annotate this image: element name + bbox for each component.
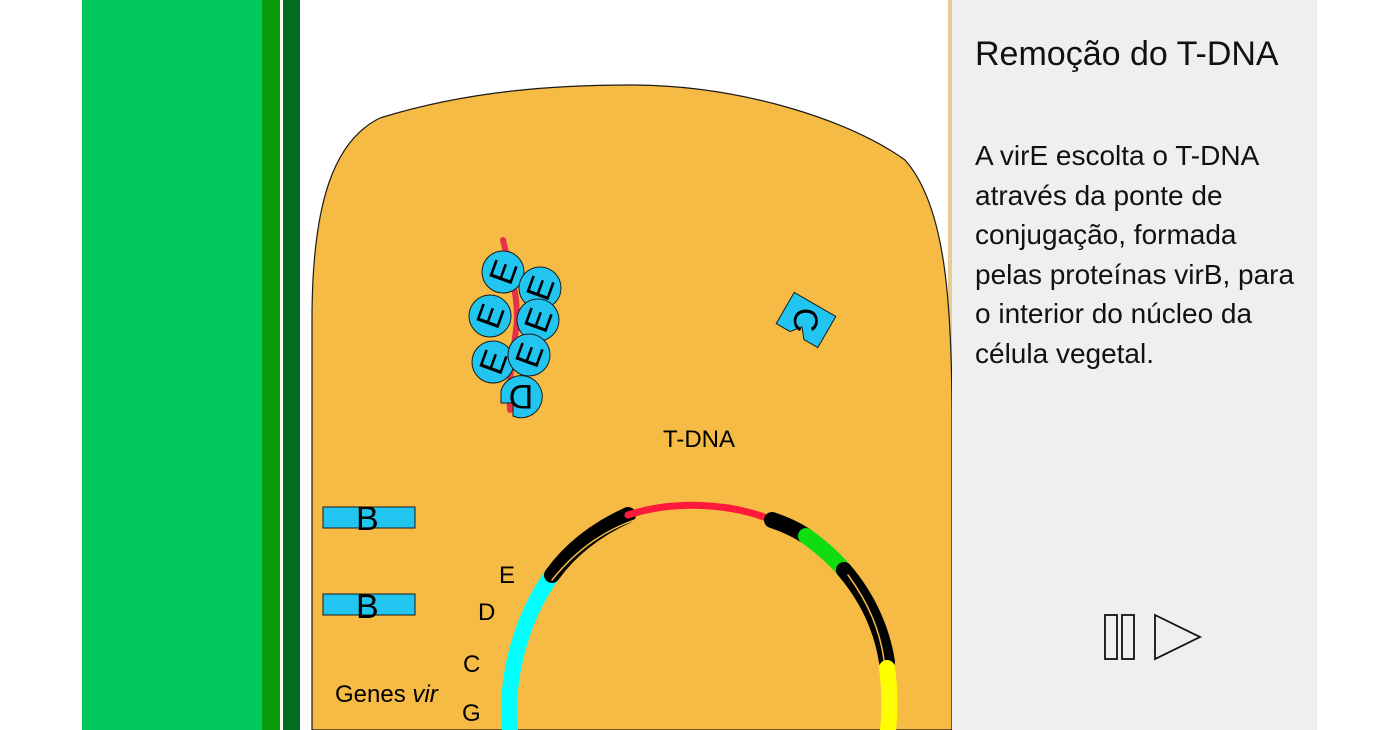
panel-title: Remoção do T-DNA	[975, 35, 1279, 73]
bacterium-cell	[311, 84, 953, 730]
tdna-label: T-DNA	[663, 426, 735, 453]
virD-protein: D	[500, 375, 543, 419]
pause-icon[interactable]	[1102, 612, 1138, 662]
plant-cell-membrane	[283, 0, 300, 730]
cell-wall-gap	[280, 0, 283, 730]
svg-text:B: B	[356, 588, 379, 626]
virB-protein-1: B	[322, 500, 416, 538]
virE-protein-1: E	[481, 250, 526, 294]
ti-plasmid	[501, 501, 898, 730]
virC-protein: C	[775, 291, 837, 349]
plant-cell-wall	[262, 0, 280, 730]
plasmid-red-segment	[624, 501, 776, 524]
vir-gene-e: E	[499, 562, 515, 589]
plasmid-yellow-segment	[879, 660, 898, 730]
plasmid-cyan-segment	[501, 567, 560, 730]
vir-gene-c: C	[463, 651, 480, 678]
vir-gene-g: G	[462, 700, 481, 727]
genes-vir-label: Genes vir	[335, 681, 439, 708]
svg-text:C: C	[786, 308, 824, 333]
plant-tissue	[82, 0, 262, 730]
plasmid-black-segment-1	[544, 507, 636, 583]
svg-text:D: D	[509, 377, 534, 415]
virB-protein-2: B	[322, 588, 416, 626]
virE-protein-3: E	[468, 294, 513, 338]
play-icon[interactable]	[1152, 612, 1204, 662]
panel-description: A virE escolta o T-DNA através da ponte …	[975, 140, 1295, 369]
virE-protein-6: E	[507, 333, 552, 377]
virE-protein-4: E	[516, 298, 561, 342]
svg-text:B: B	[356, 500, 379, 538]
vir-gene-d: D	[478, 599, 495, 626]
explanation-panel: Remoção do T-DNA A virE escolta o T-DNA …	[952, 0, 1317, 730]
playback-controls	[1102, 612, 1212, 662]
